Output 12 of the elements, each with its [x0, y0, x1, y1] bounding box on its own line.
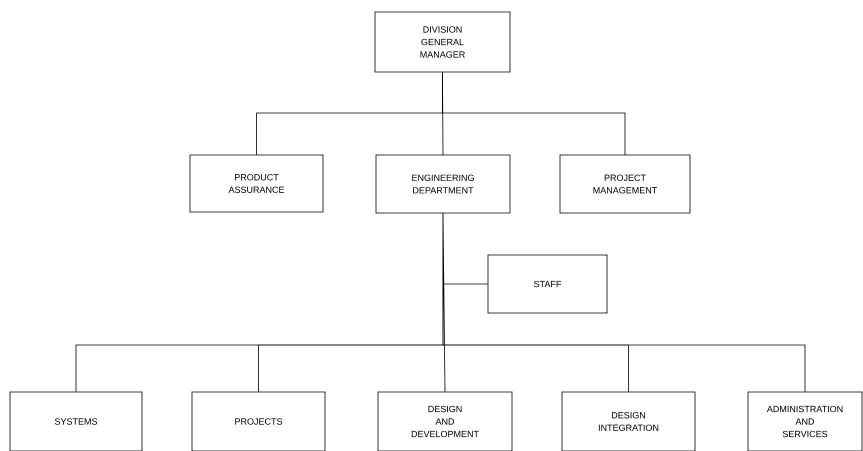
org-box: PRODUCT ASSURANCE [190, 154, 324, 212]
org-box: DESIGN AND DEVELOPMENT [378, 392, 512, 451]
org-box: PROJECTS [192, 392, 326, 451]
org-box: DESIGN INTEGRATION [562, 392, 696, 451]
org-box: DIVISION GENERAL MANAGER [374, 12, 510, 72]
org-box: ADMINISTRATION AND SERVICES [748, 392, 862, 451]
org-box: PROJECT MANAGEMENT [560, 154, 690, 214]
org-box: STAFF [488, 254, 608, 314]
org-box: ENGINEERING DEPARTMENT [376, 154, 510, 214]
connector-line [442, 213, 806, 392]
connector-line [442, 72, 626, 155]
org-box: SYSTEMS [10, 392, 142, 451]
